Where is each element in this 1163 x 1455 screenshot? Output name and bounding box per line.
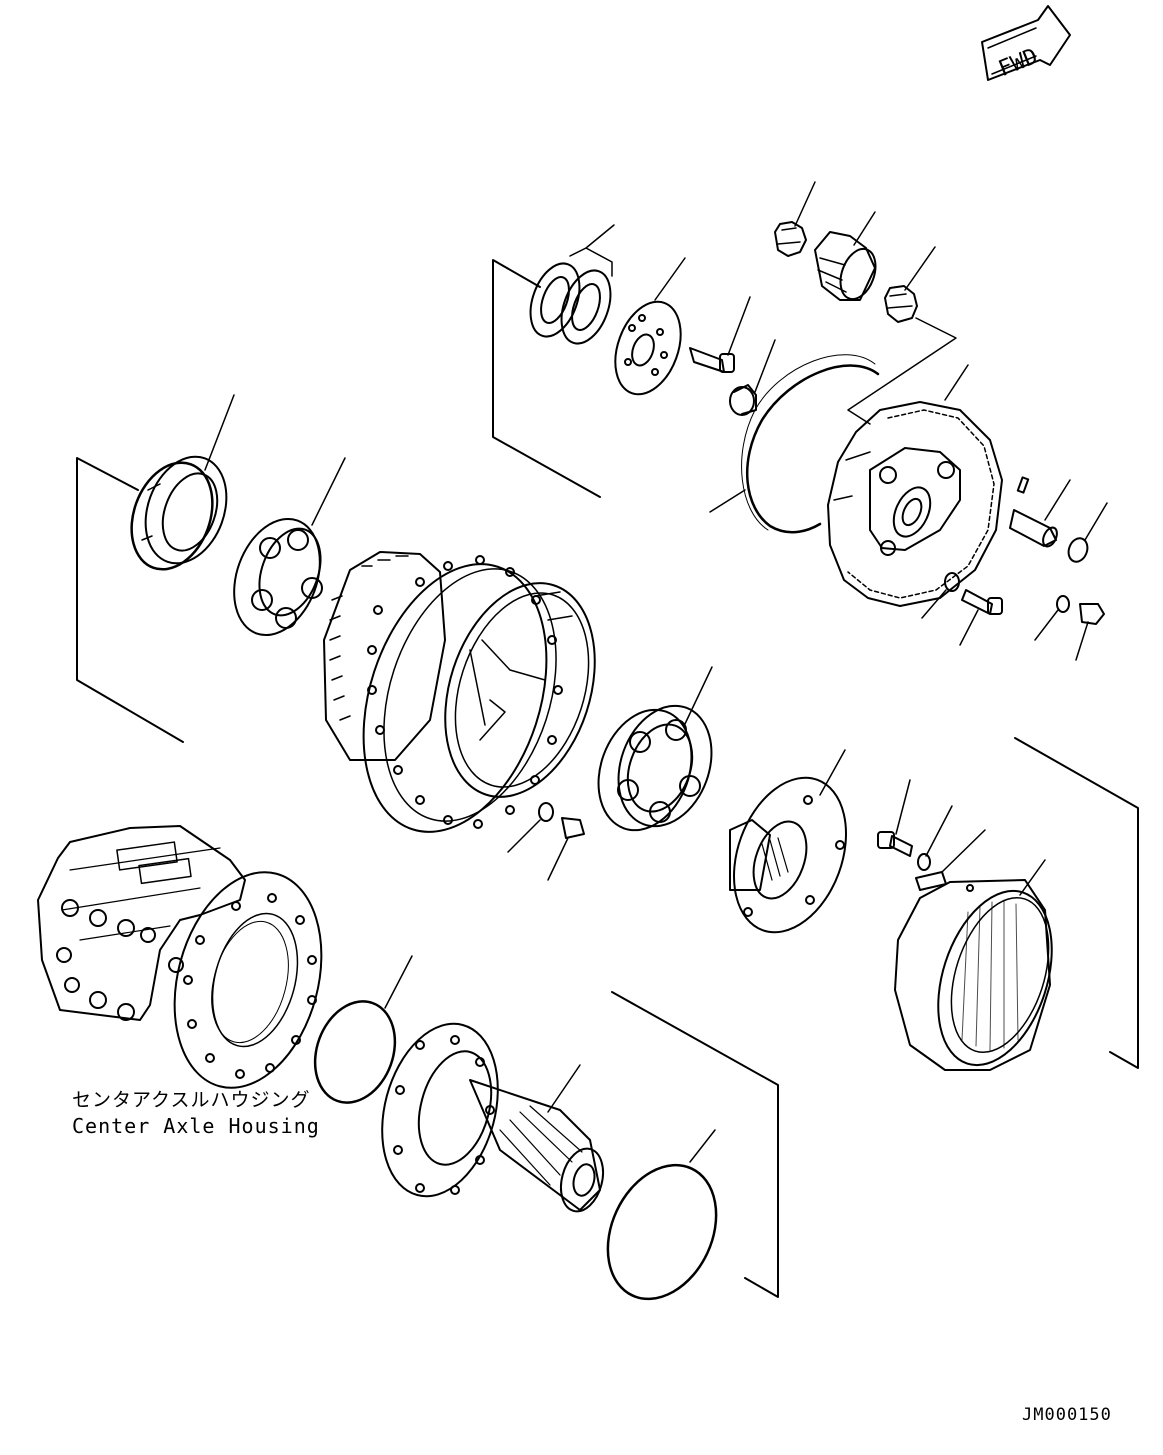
bushing — [729, 339, 776, 416]
wheel-hub-housing — [323, 551, 596, 833]
washer-right — [917, 805, 953, 871]
center-axle-housing — [37, 825, 323, 1089]
drain-plug — [1075, 603, 1105, 661]
o-ring-lower-right — [606, 1129, 718, 1301]
bolt-carrier — [959, 589, 1003, 646]
bracket-right-group — [1014, 737, 1139, 1069]
planet-carrier — [827, 364, 1003, 607]
bracket-upper-group — [492, 259, 601, 498]
planet-gear-small-bottom — [847, 246, 957, 425]
drawing-code: JM000150 — [1022, 1405, 1112, 1425]
housing-label-japanese: センタアクスルハウジング — [72, 1089, 311, 1111]
bolt-right — [877, 779, 913, 857]
o-ring-large-upper — [709, 354, 880, 534]
o-ring-lower-left — [313, 955, 413, 1104]
planet-gear-small-top — [774, 181, 816, 257]
o-ring-small-right — [1067, 502, 1108, 563]
planet-pin — [1009, 476, 1071, 548]
carrier-cover-plate — [614, 257, 686, 396]
o-ring-plug — [1034, 595, 1070, 641]
shim-rings — [529, 224, 615, 345]
ring-gear — [894, 859, 1053, 1071]
washer-carrier — [921, 572, 960, 619]
spindle — [381, 1022, 605, 1213]
needle-bearing — [814, 211, 877, 301]
bolt-upper — [689, 296, 751, 373]
oil-seal — [130, 394, 235, 571]
housing-label-english: Center Axle Housing — [72, 1114, 320, 1138]
ring-gear-hub — [729, 749, 848, 934]
plug-hub — [547, 817, 585, 881]
o-ring-hub — [507, 802, 554, 853]
fwd-arrow-icon: FWD — [981, 5, 1071, 82]
bracket-left-group — [76, 457, 184, 743]
taper-bearing-left — [233, 457, 346, 637]
fwd-label: FWD — [995, 44, 1041, 82]
bracket-bottom-group — [611, 991, 779, 1298]
taper-bearing-center — [597, 666, 713, 832]
